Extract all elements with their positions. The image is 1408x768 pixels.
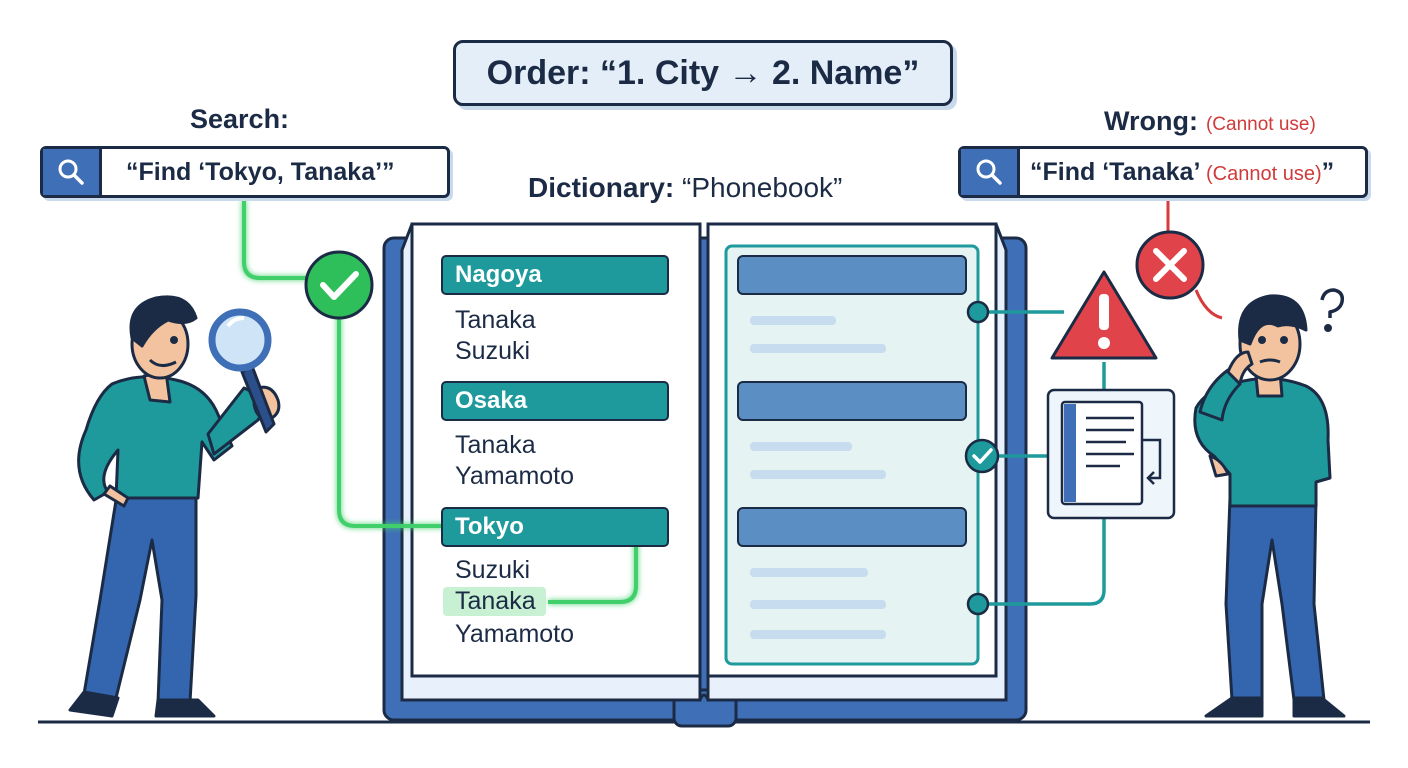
search-label: Search: [190, 104, 290, 134]
wrong-search-box[interactable]: “Find ‘Tanaka’ (Cannot use)” [958, 146, 1368, 198]
city-header-nagoya: Nagoya [441, 255, 669, 295]
wrong-query-note: (Cannot use) [1205, 162, 1322, 185]
wrong-query-main: “Find ‘Tanaka’ [1030, 157, 1200, 186]
list-item: Yamamoto [455, 620, 575, 648]
wrong-search-query[interactable]: “Find ‘Tanaka’ (Cannot use)” [1020, 158, 1334, 187]
dictionary-name: “Phonebook” [682, 172, 843, 203]
wrong-path [1166, 200, 1223, 320]
city-header-osaka: Osaka [441, 381, 669, 421]
searcher-person [68, 295, 281, 718]
confused-person [1193, 288, 1346, 718]
wrong-label: Wrong: (Cannot use) [1104, 106, 1316, 137]
warning-icon [1050, 270, 1158, 360]
search-query[interactable]: “Find ‘Tokyo, Tanaka’” [126, 157, 395, 186]
list-item-highlighted: Tanaka [443, 587, 546, 616]
list-item: Tanaka [455, 306, 536, 334]
list-item: Tanaka [455, 431, 536, 459]
check-icon [304, 250, 374, 320]
wrong-label-text: Wrong: [1104, 106, 1198, 136]
city-header-tokyo: Tokyo [441, 507, 669, 547]
list-item: Suzuki [455, 556, 531, 584]
search-icon[interactable] [961, 149, 1020, 195]
order-text: Order: “1. City → 2. Name” [486, 53, 920, 92]
x-icon [1135, 230, 1205, 300]
order-header: Order: “1. City → 2. Name” [453, 40, 953, 106]
document-icon [1046, 388, 1176, 520]
wrong-query-end: ” [1321, 157, 1335, 186]
wrong-label-note: (Cannot use) [1205, 114, 1316, 135]
small-check-icon [964, 438, 1000, 474]
list-item: Suzuki [455, 337, 531, 365]
search-icon[interactable] [43, 149, 102, 195]
list-item: Yamamoto [455, 462, 575, 490]
search-box[interactable]: “Find ‘Tokyo, Tanaka’” [40, 146, 450, 198]
dictionary-title: Dictionary: “Phonebook” [528, 172, 842, 204]
dictionary-label: Dictionary: [528, 172, 675, 203]
